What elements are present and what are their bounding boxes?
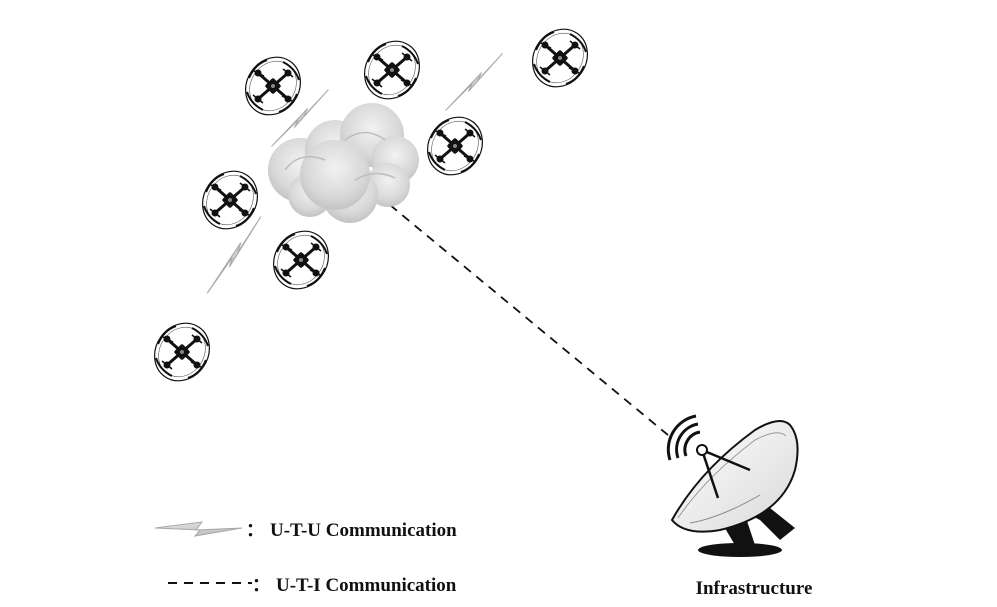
legend-separator: ： bbox=[252, 575, 270, 595]
legend-item-utu: ： U-T-U Communication bbox=[154, 520, 457, 541]
drone-icon bbox=[414, 105, 496, 187]
legend-utu-label: U-T-U Communication bbox=[270, 520, 457, 541]
legend-separator: ： bbox=[246, 520, 264, 540]
cloud-icon bbox=[268, 103, 419, 223]
uti-link-line bbox=[389, 204, 669, 436]
infrastructure-label: Infrastructure bbox=[696, 578, 813, 599]
drone-icon bbox=[351, 29, 433, 111]
legend-uti-label: U-T-I Communication bbox=[276, 575, 457, 596]
drone-icon bbox=[519, 17, 601, 99]
legend: ： U-T-U Communication ： U-T-I Communicat… bbox=[154, 520, 457, 596]
drone-icon bbox=[232, 45, 314, 127]
legend-item-uti: ： U-T-I Communication bbox=[168, 575, 457, 596]
lightning-bolt-icon bbox=[154, 521, 243, 537]
drone-icon bbox=[260, 219, 342, 301]
lightning-bolt-icon bbox=[445, 53, 503, 111]
drone-icon bbox=[189, 159, 271, 241]
satellite-dish-icon bbox=[666, 414, 799, 557]
drone-icon bbox=[141, 311, 223, 393]
